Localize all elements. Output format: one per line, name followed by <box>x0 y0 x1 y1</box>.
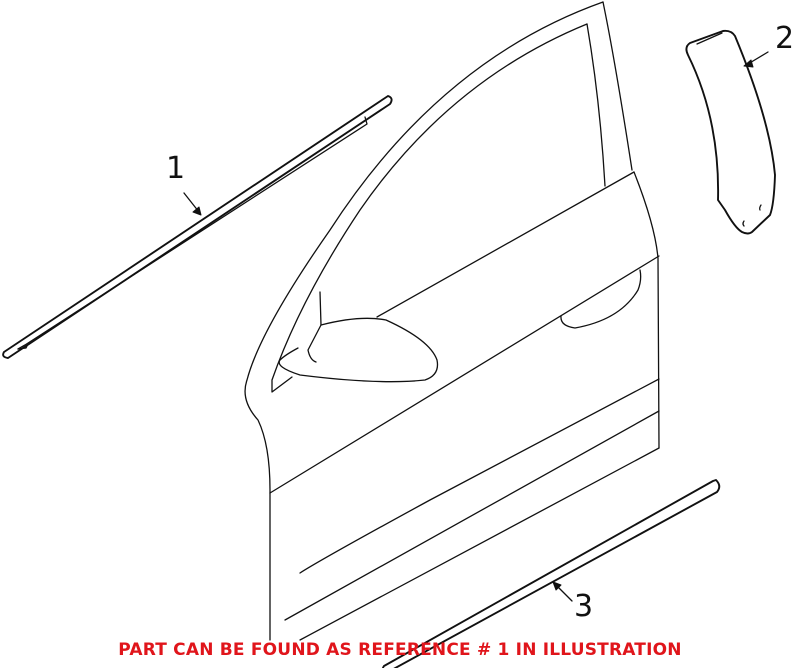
part-2-trim-panel <box>685 29 776 235</box>
callout-label-1: 1 <box>166 151 186 186</box>
reference-notice: PART CAN BE FOUND AS REFERENCE # 1 IN IL… <box>118 640 682 660</box>
door-body <box>244 1 660 641</box>
callout-2-arrow <box>743 51 769 68</box>
callout-3-arrow <box>552 581 573 602</box>
callout-label-3: 3 <box>574 589 594 624</box>
callout-1-arrow <box>183 192 202 216</box>
callout-label-2: 2 <box>775 21 795 56</box>
part-1-belt-molding <box>2 95 393 359</box>
